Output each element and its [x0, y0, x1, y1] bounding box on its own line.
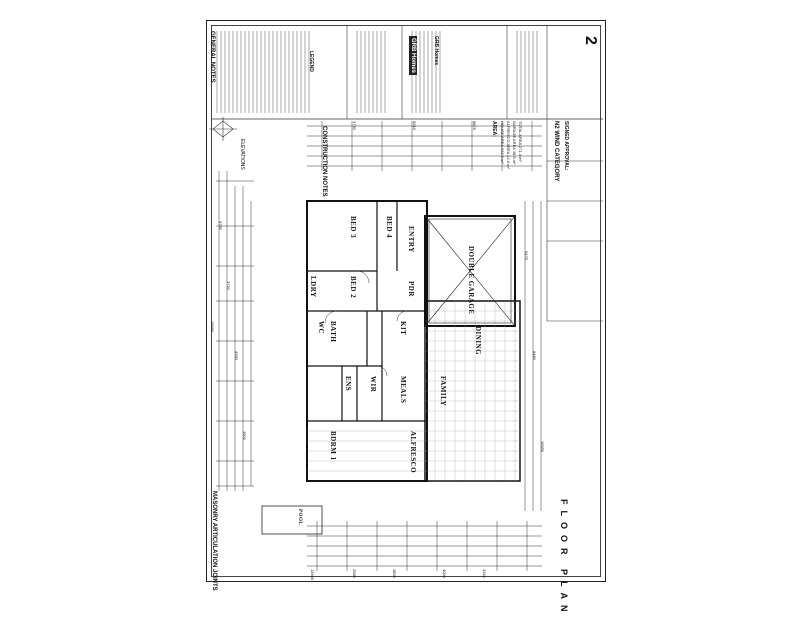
area-total: TOTAL AREA 271.4 m²	[518, 121, 523, 162]
sheet-number: 2	[582, 36, 599, 45]
room-bed2: BED 2	[349, 276, 357, 299]
room-pdr: PDR	[407, 281, 415, 297]
dim-f: 5475	[524, 251, 529, 260]
dim-c: 4350	[234, 351, 239, 360]
room-entry: ENTRY	[407, 226, 415, 253]
room-wir: WIR	[369, 376, 377, 393]
room-pool: POOL	[297, 509, 302, 526]
dim-garage-depth: 6875	[472, 121, 477, 130]
room-wc: WC	[317, 321, 325, 335]
builder-logo: GRB Homes	[409, 36, 417, 76]
room-ens: ENS	[344, 376, 352, 392]
room-kitchen: KIT	[399, 321, 407, 336]
area-alfresco: ALFRESCO AREA 12.6 m²	[506, 121, 511, 169]
dim-j: 6480	[532, 351, 537, 360]
dim-overall-width: 19990	[210, 321, 215, 333]
room-bed4: BED 4	[385, 216, 393, 239]
dim-h: 4000	[442, 569, 447, 578]
area-garage: GARAGE AREA 36.5 m²	[512, 121, 517, 165]
sheet-border	[211, 25, 601, 577]
dim-k: 3730	[352, 121, 357, 130]
general-notes-title: GENERAL NOTES	[209, 31, 215, 83]
room-family: FAMILY	[439, 376, 447, 407]
area-house: HOUSE AREA 222.3 m²	[500, 121, 505, 164]
room-dining: DINING	[474, 326, 482, 356]
signed-approval: SIGNED APPROVAL:	[563, 121, 569, 171]
room-bath: BATH	[329, 321, 337, 343]
room-meals: MEALS	[399, 376, 407, 404]
dim-overall-length: 16950	[540, 441, 545, 453]
floor-plan-drawing	[209, 25, 603, 571]
drawing-sheet: GENERAL NOTES CONSTRUCTION NOTES MASONRY…	[206, 20, 606, 618]
legend-title: LEGEND	[308, 51, 314, 72]
elevations-label: ELEVATIONS	[239, 139, 245, 170]
dim-g: 1800	[392, 569, 397, 578]
dim-a: 5790	[218, 221, 223, 230]
wind-category: N2 WIND CATEGORY	[553, 121, 559, 182]
masonry-notes-title: MASONRY ARTICULATION JOINTS	[211, 491, 217, 591]
dim-d: 3500	[242, 431, 247, 440]
dim-b: 3720	[226, 281, 231, 290]
room-garage: DOUBLE GARAGE	[467, 246, 475, 315]
dim-total-left: 14660	[310, 569, 315, 581]
area-label: AREA:	[491, 121, 497, 137]
dim-l: 6210	[412, 121, 417, 130]
room-alfresco: ALFRESCO	[409, 431, 417, 474]
room-bed1: BDRM 1	[329, 431, 337, 461]
room-ldry: LDRY	[309, 276, 317, 298]
dim-e: 2980	[352, 569, 357, 578]
builder-name: GRB Homes	[433, 36, 439, 66]
dim-i: 3118	[482, 569, 487, 578]
construction-notes-title: CONSTRUCTION NOTES	[321, 126, 327, 197]
room-bed3: BED 3	[349, 216, 357, 239]
